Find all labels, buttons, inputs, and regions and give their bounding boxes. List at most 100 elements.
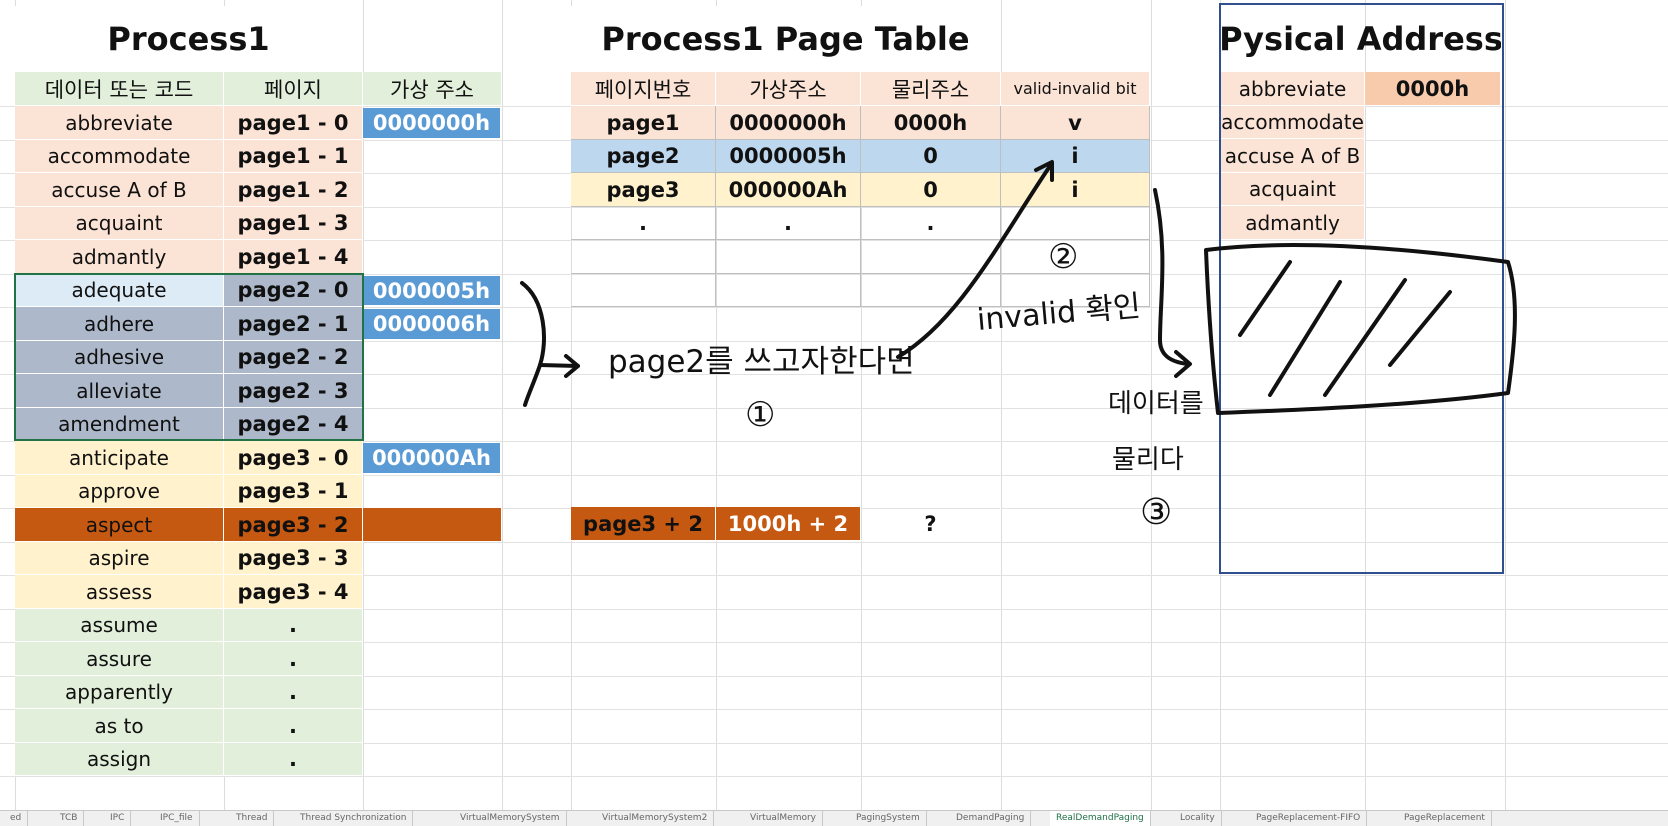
sheet-tab[interactable]: Locality — [1174, 811, 1222, 826]
page-table-cell[interactable] — [861, 274, 1001, 307]
physical-row-data[interactable]: admantly — [1221, 206, 1365, 240]
col-header-data: 데이터 또는 코드 — [15, 72, 224, 106]
process-row-page[interactable]: page1 - 0 — [224, 106, 363, 140]
page-table-cell[interactable]: . — [716, 207, 861, 240]
process-row-data[interactable]: as to — [15, 709, 224, 743]
pt-header-physical-address: 물리주소 — [861, 72, 1001, 106]
page-table-title: Process1 Page Table — [571, 6, 1000, 72]
process-row-data[interactable]: admantly — [15, 240, 224, 274]
process-row-data[interactable]: assess — [15, 575, 224, 609]
sheet-tab[interactable]: DemandPaging — [950, 811, 1032, 826]
process-row-page[interactable]: . — [224, 676, 363, 709]
process-row-page[interactable]: . — [224, 709, 363, 743]
physical-row-address[interactable]: 0000h — [1365, 72, 1501, 106]
sheet-tab[interactable]: PageReplacement — [1398, 811, 1492, 826]
process-row-data[interactable]: assign — [15, 743, 224, 776]
sheet-tab[interactable]: VirtualMemorySystem — [454, 811, 567, 826]
selection-range — [14, 273, 364, 441]
process-row-page[interactable]: page1 - 4 — [224, 240, 363, 274]
process-row-page[interactable]: . — [224, 642, 363, 676]
page-table-cell[interactable]: . — [571, 207, 716, 240]
process-row-page[interactable]: . — [224, 609, 363, 642]
gridline-h — [0, 542, 1668, 543]
process-row-page[interactable]: page3 - 2 — [224, 508, 363, 542]
page-table-cell[interactable] — [716, 274, 861, 307]
sheet-tab[interactable]: PagingSystem — [850, 811, 927, 826]
page-table-cell[interactable]: 0 — [861, 140, 1001, 173]
page-table-cell[interactable]: i — [1001, 173, 1150, 207]
sheet-tab[interactable]: RealDemandPaging — [1050, 811, 1151, 826]
process-row-data[interactable]: aspect — [15, 508, 224, 542]
process-row-data[interactable]: adequate — [15, 274, 224, 307]
physical-row-data[interactable]: abbreviate — [1221, 72, 1365, 106]
process-row-page[interactable]: page2 - 2 — [224, 341, 363, 374]
page-table-cell[interactable]: 0000000h — [716, 106, 861, 140]
page-table-cell[interactable]: v — [1001, 106, 1150, 140]
page-table-cell[interactable]: page3 — [571, 173, 716, 207]
process-row-virtual-address[interactable]: 0000006h — [363, 309, 501, 340]
page-table-cell[interactable]: i — [1001, 140, 1150, 173]
process-row-data[interactable]: accommodate — [15, 140, 224, 173]
page-table-cell[interactable]: 0000005h — [716, 140, 861, 173]
page-table-cell[interactable] — [1001, 274, 1150, 307]
sheet-tab[interactable]: IPC_file — [154, 811, 200, 826]
physical-row-data[interactable]: accuse A of B — [1221, 139, 1365, 173]
process-row-data[interactable]: adhesive — [15, 341, 224, 374]
page-table-cell[interactable] — [716, 240, 861, 274]
process-row-page[interactable]: page3 - 3 — [224, 542, 363, 575]
sheet-tab[interactable]: Thread — [230, 811, 275, 826]
page-table-cell[interactable] — [571, 274, 716, 307]
process-row-page[interactable]: page1 - 3 — [224, 207, 363, 240]
page-table-cell[interactable] — [571, 240, 716, 274]
sheet-tab[interactable]: PageReplacement-FIFO — [1250, 811, 1368, 826]
process-row-data[interactable]: accuse A of B — [15, 173, 224, 207]
page-table-cell[interactable]: 0000h — [861, 106, 1001, 140]
process-row-virtual-address[interactable]: 000000Ah — [363, 443, 501, 474]
process-row-page[interactable]: page2 - 1 — [224, 307, 363, 341]
page-table-cell[interactable]: page1 — [571, 106, 716, 140]
process-row-data[interactable]: alleviate — [15, 374, 224, 408]
process-row-page[interactable]: page3 - 0 — [224, 441, 363, 475]
process-row-page[interactable]: page2 - 0 — [224, 274, 363, 307]
process-row-virtual-address[interactable] — [363, 508, 502, 542]
page-table-cell[interactable] — [1001, 207, 1150, 240]
process-row-page[interactable]: page2 - 3 — [224, 374, 363, 408]
sheet-tab[interactable]: VirtualMemorySystem2 — [596, 811, 715, 826]
page-table-cell[interactable]: page2 — [571, 140, 716, 173]
process-row-page[interactable]: page3 - 4 — [224, 575, 363, 609]
process-row-page[interactable]: . — [224, 743, 363, 776]
process-row-data[interactable]: aspire — [15, 542, 224, 575]
process-row-data[interactable]: apparently — [15, 676, 224, 709]
sheet-tab[interactable]: VirtualMemory — [744, 811, 824, 826]
process-row-page[interactable]: page2 - 4 — [224, 408, 363, 441]
sheet-tab[interactable]: TCB — [54, 811, 85, 826]
sheet-tab[interactable]: IPC — [104, 811, 132, 826]
sheet-tab-bar: ed TCB IPC IPC_file Thread Thread Synchroniza… — [0, 810, 1668, 826]
process-row-page[interactable]: page1 - 1 — [224, 140, 363, 173]
physical-row-data[interactable]: accommodate — [1221, 106, 1365, 139]
process-row-page[interactable]: page3 - 1 — [224, 475, 363, 508]
process-row-data[interactable]: abbreviate — [15, 106, 224, 140]
process-row-data[interactable]: approve — [15, 475, 224, 508]
process-row-data[interactable]: adhere — [15, 307, 224, 341]
page-table-cell[interactable]: 000000Ah — [716, 173, 861, 207]
sheet-tab[interactable]: Thread Synchronization — [294, 811, 414, 826]
process-row-page[interactable]: page1 - 2 — [224, 173, 363, 207]
process-row-data[interactable]: anticipate — [15, 441, 224, 475]
sheet-tab[interactable]: ed — [4, 811, 29, 826]
process-row-data[interactable]: acquaint — [15, 207, 224, 240]
process-row-data[interactable]: assume — [15, 609, 224, 642]
physical-row-data[interactable]: acquaint — [1221, 173, 1365, 206]
process-row-virtual-address[interactable]: 0000005h — [363, 276, 501, 306]
process-row-virtual-address[interactable]: 0000000h — [363, 108, 501, 139]
calc-result-cell[interactable]: ? — [861, 507, 1001, 541]
gridline-h — [0, 274, 1668, 275]
page-table-cell[interactable] — [1001, 240, 1150, 274]
page-table-cell[interactable] — [861, 240, 1001, 274]
page-table-cell[interactable]: . — [861, 207, 1001, 240]
calc-address-cell[interactable]: 1000h + 2 — [716, 507, 861, 541]
process-row-data[interactable]: assure — [15, 642, 224, 676]
calc-page-cell[interactable]: page3 + 2 — [571, 507, 716, 541]
page-table-cell[interactable]: 0 — [861, 173, 1001, 207]
